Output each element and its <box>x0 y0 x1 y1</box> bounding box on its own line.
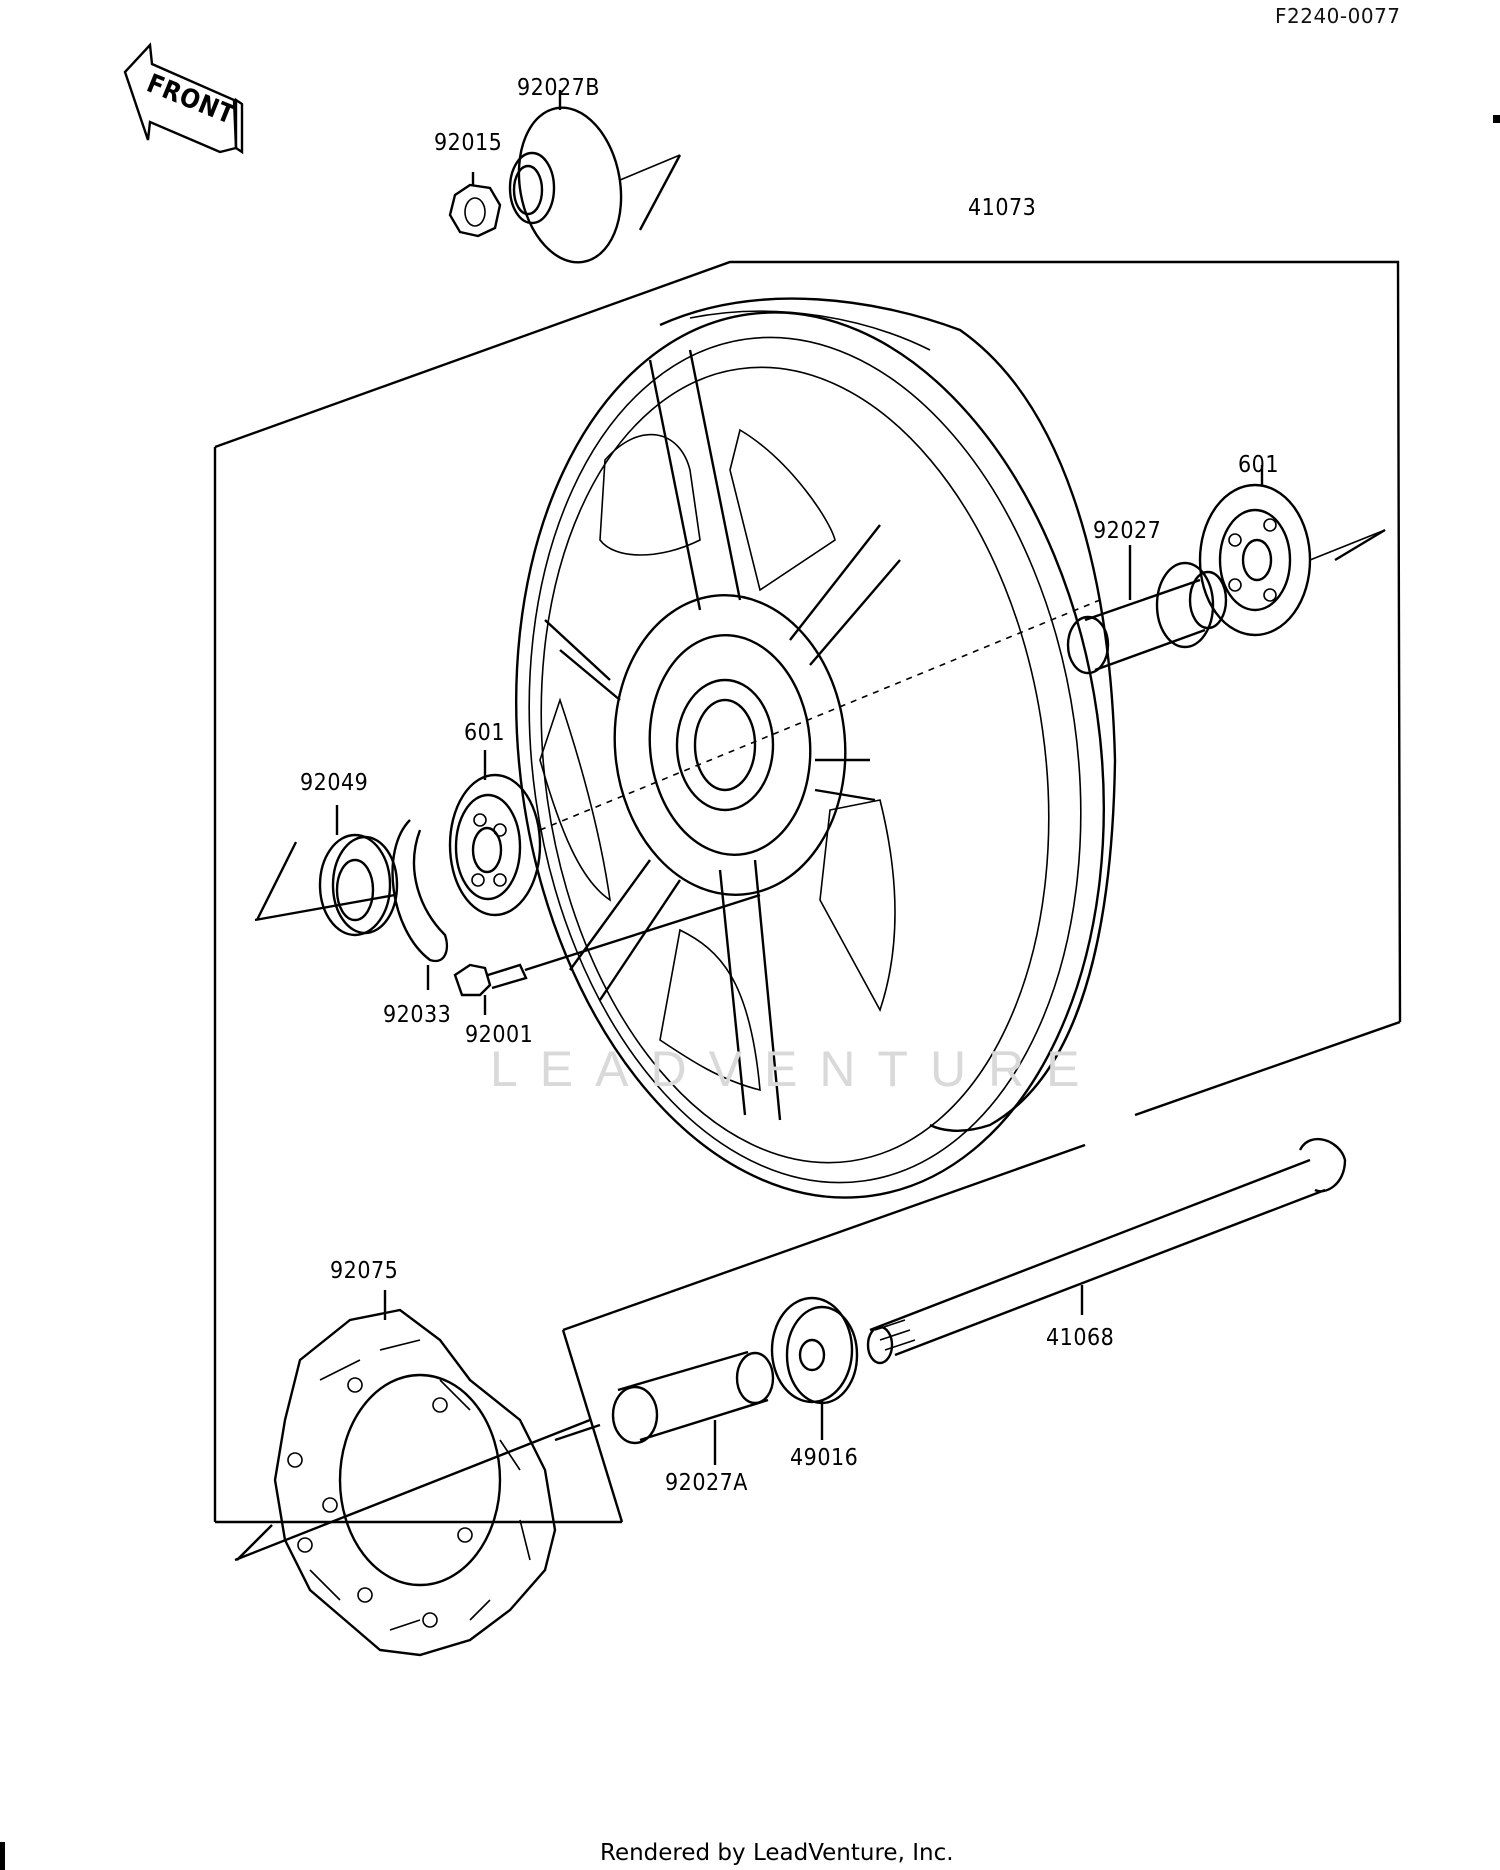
label-41073: 41073 <box>968 195 1036 221</box>
front-arrow-icon: FRONT <box>123 42 244 155</box>
label-92027B: 92027B <box>517 75 600 101</box>
watermark: LEADVENTURE <box>490 1041 1102 1097</box>
label-92075: 92075 <box>330 1258 398 1284</box>
part-601-left <box>448 750 542 917</box>
part-601-right <box>1198 465 1386 637</box>
part-92001 <box>453 893 761 1015</box>
wheel-41073 <box>515 297 1117 1199</box>
label-41068: 41068 <box>1046 1325 1114 1351</box>
edge-mark <box>1493 115 1500 123</box>
part-92049 <box>254 805 399 937</box>
label-601-right: 601 <box>1238 452 1279 478</box>
part-92075 <box>234 1290 591 1657</box>
label-92027A: 92027A <box>665 1470 748 1496</box>
label-92001: 92001 <box>465 1022 533 1048</box>
part-49016 <box>770 1296 859 1440</box>
part-41068 <box>866 1138 1347 1365</box>
diagram-id: F2240-0077 <box>1275 4 1401 28</box>
label-92049: 92049 <box>300 770 368 796</box>
label-601-left: 601 <box>464 720 505 746</box>
label-92015: 92015 <box>434 130 502 156</box>
render-credit: Rendered by LeadVenture, Inc. <box>600 1840 954 1866</box>
part-92015 <box>448 172 502 238</box>
part-92027B <box>508 90 682 264</box>
part-92033 <box>391 819 449 990</box>
label-49016: 49016 <box>790 1445 858 1471</box>
assembly-frame <box>213 260 1402 1524</box>
part-92027A <box>554 1350 775 1465</box>
part-92027 <box>1066 545 1228 675</box>
label-92027: 92027 <box>1093 518 1161 544</box>
label-92033: 92033 <box>383 1002 451 1028</box>
edge-mark-bottom <box>0 1842 5 1870</box>
